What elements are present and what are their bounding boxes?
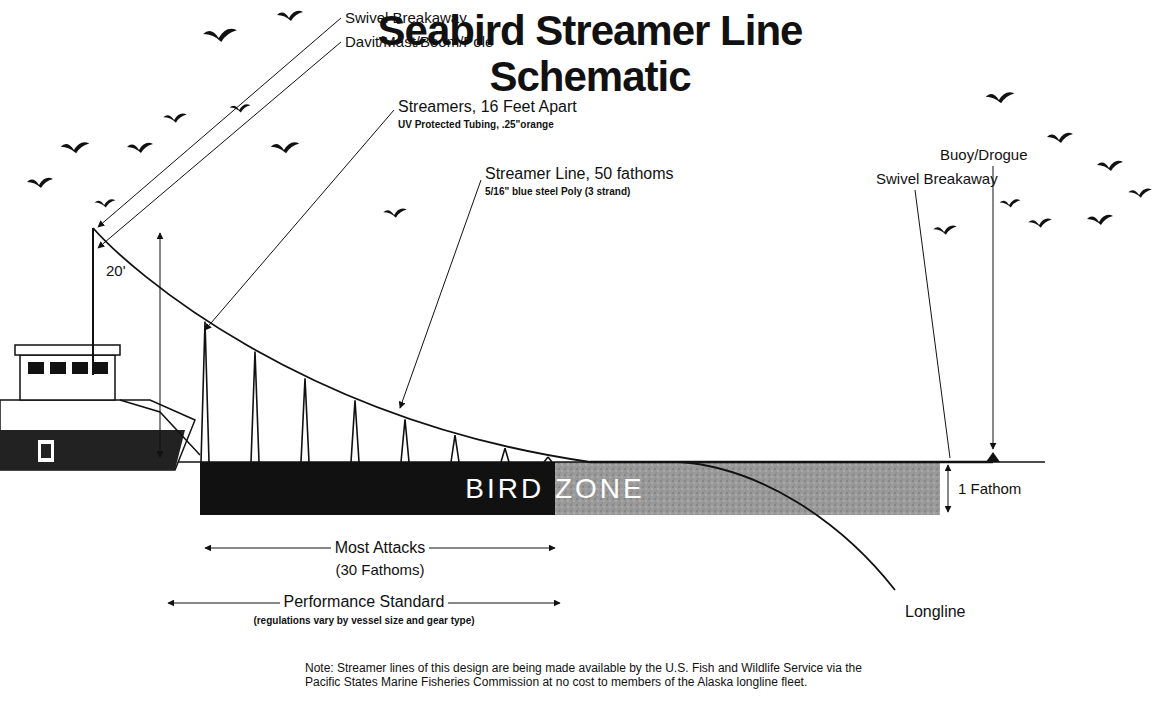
streamer — [201, 322, 209, 462]
seabird — [986, 92, 1015, 103]
leader-line — [993, 166, 994, 449]
seabird — [27, 178, 53, 188]
streamer — [401, 419, 409, 462]
zone-label: BIRD ZONE — [465, 473, 644, 505]
leader-line — [915, 190, 950, 458]
leader-line — [98, 18, 341, 227]
leader-line — [98, 42, 341, 248]
streamer — [251, 352, 259, 462]
seabird — [1097, 161, 1123, 171]
streamer — [451, 435, 459, 462]
seabird — [933, 226, 956, 235]
annotation-label: Streamers, 16 Feet Apart — [398, 98, 577, 116]
annotation-label: Streamer Line, 50 fathoms — [485, 165, 674, 183]
annotation-label: (30 Fathoms) — [335, 561, 424, 578]
boat — [0, 345, 200, 470]
seabird — [127, 143, 153, 153]
depth-dimension — [948, 465, 949, 512]
streamer — [544, 457, 552, 462]
seabird — [163, 114, 186, 123]
annotation-label: Swivel Breakaway — [345, 9, 467, 26]
annotation-label: Most Attacks — [331, 539, 430, 557]
annotation-label: Longline — [905, 603, 966, 621]
seabird — [1047, 133, 1073, 143]
annotation-label: 5/16" blue steel Poly (3 strand) — [485, 186, 630, 198]
seabird — [203, 29, 237, 42]
annotation-label: Davit/Mast/Boom/Pole — [345, 33, 493, 50]
note-text: Note: Streamer lines of this design are … — [305, 662, 870, 690]
buoy — [986, 452, 1000, 462]
annotation-label: 1 Fathom — [958, 480, 1021, 497]
leader-line — [205, 110, 394, 330]
seabird — [271, 142, 300, 153]
seabird — [230, 104, 251, 112]
streamer-line — [93, 228, 590, 462]
annotation-label: 20' — [106, 262, 126, 279]
leader-line — [400, 180, 481, 408]
height-dimension — [160, 233, 161, 457]
annotation-label: Buoy/Drogue — [940, 146, 1028, 163]
annotation-label: Performance Standard — [280, 593, 449, 611]
seabird — [277, 11, 303, 21]
seabird — [1028, 219, 1051, 228]
seabird — [95, 199, 116, 207]
seabird — [1087, 215, 1113, 225]
seabird — [1000, 199, 1021, 207]
seabird — [61, 142, 90, 153]
annotation-label: (regulations vary by vessel size and gea… — [253, 615, 474, 627]
davit-pole — [92, 228, 94, 375]
seabird — [1128, 189, 1151, 198]
streamer — [301, 378, 309, 462]
bird-zone-band: BIRD ZONE — [200, 462, 940, 515]
longline — [680, 462, 895, 590]
streamer — [351, 400, 359, 462]
streamers — [201, 322, 552, 462]
annotation-label: UV Protected Tubing, .25"orange — [398, 119, 554, 131]
streamer-line-tail — [590, 461, 993, 464]
annotation-label: Swivel Breakaway — [876, 170, 998, 187]
streamer — [501, 448, 509, 462]
seabird — [383, 209, 406, 218]
